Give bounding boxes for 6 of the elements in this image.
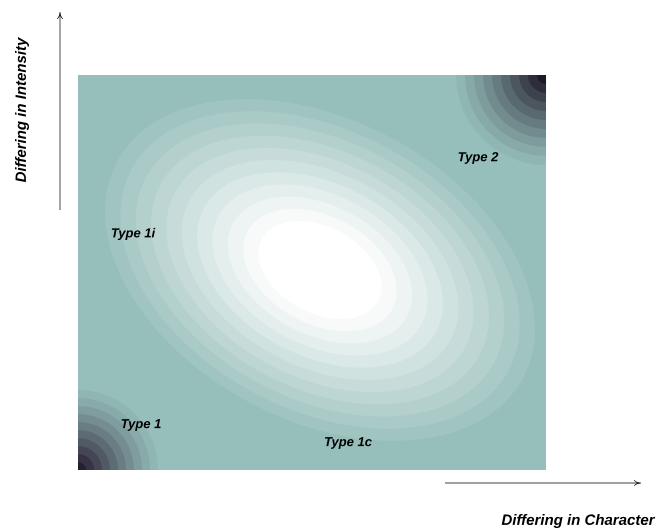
axis-label: Differing in Intensity <box>15 37 29 182</box>
axis-label: Differing in Character <box>502 514 656 528</box>
region-label: Type 2 <box>458 152 498 164</box>
region-label: Type 1i <box>112 228 156 240</box>
region-label: Type 1 <box>122 419 161 431</box>
region-label: Type 1c <box>324 437 372 449</box>
